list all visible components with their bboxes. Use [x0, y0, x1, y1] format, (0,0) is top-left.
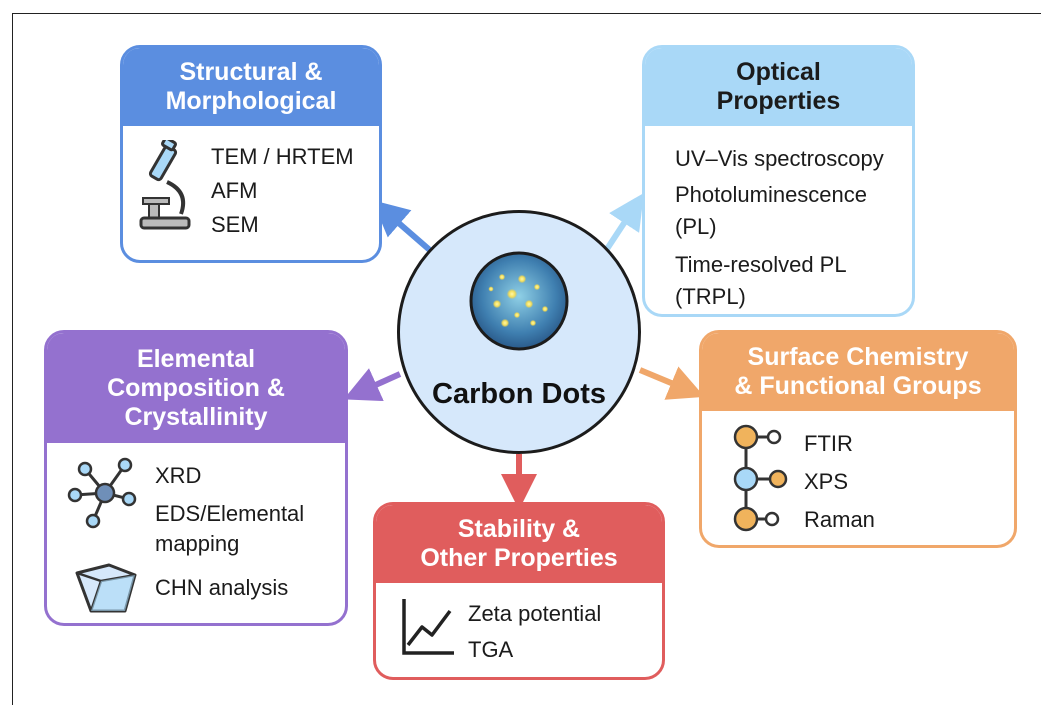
- carbon-dot-particle-icon: [469, 251, 569, 351]
- card-optical-item: Time-resolved PL: [675, 252, 847, 277]
- card-structural-body: TEM / HRTEM AFM SEM: [123, 126, 379, 260]
- center-title: Carbon Dots: [432, 378, 606, 410]
- card-surface-item: Raman: [804, 507, 875, 532]
- card-surface-title-line: & Functional Groups: [734, 372, 982, 400]
- card-optical-title-line: Optical: [736, 58, 821, 86]
- card-elemental-header: Elemental Composition & Crystallinity: [47, 333, 345, 443]
- arrow-to-optical: [602, 192, 644, 254]
- card-elemental-title-line: Crystallinity: [124, 402, 268, 431]
- card-stability-body: Zeta potential TGA: [376, 583, 662, 677]
- card-optical-item: (PL): [675, 214, 717, 239]
- card-structural-item: TEM / HRTEM: [211, 144, 354, 169]
- card-structural-title-line: Morphological: [165, 87, 337, 115]
- center-node: Carbon Dots: [397, 210, 641, 454]
- card-surface-item: FTIR: [804, 431, 853, 456]
- card-surface-item: XPS: [804, 469, 849, 494]
- card-optical-header: Optical Properties: [645, 48, 912, 126]
- card-structural-item: AFM: [211, 178, 258, 203]
- card-optical-item: UV–Vis spectroscopy: [675, 146, 884, 171]
- card-elemental: Elemental Composition & Crystallinity: [44, 330, 348, 626]
- card-optical-body: UV–Vis spectroscopy Photoluminescence (P…: [645, 126, 912, 314]
- card-optical: Optical Properties UV–Vis spectroscopy P…: [642, 45, 915, 317]
- card-elemental-item: XRD: [155, 463, 202, 488]
- card-stability: Stability & Other Properties Zeta potent…: [373, 502, 665, 680]
- card-elemental-body: XRD EDS/Elemental mapping CHN analysis: [47, 443, 345, 623]
- card-stability-title-line: Other Properties: [420, 544, 618, 572]
- card-elemental-item: mapping: [155, 531, 240, 556]
- card-structural: Structural & Morphological TEM / HRTEM A…: [120, 45, 382, 263]
- card-stability-item: TGA: [468, 637, 514, 662]
- card-elemental-item: CHN analysis: [155, 575, 289, 600]
- card-surface-body: FTIR XPS Raman: [702, 411, 1014, 545]
- card-elemental-title-line: Composition &: [107, 373, 285, 402]
- arrow-to-surface: [638, 366, 705, 400]
- card-stability-title-line: Stability &: [457, 515, 581, 543]
- line-graph-icon: [402, 599, 454, 655]
- arrow-to-structural: [372, 200, 434, 255]
- card-structural-header: Structural & Morphological: [123, 48, 379, 126]
- microscope-icon: [139, 140, 191, 230]
- molecule-network-icon: [67, 457, 137, 529]
- card-optical-title-line: Properties: [716, 87, 841, 115]
- arrow-to-elemental: [343, 368, 402, 402]
- card-elemental-item: EDS/Elemental: [155, 501, 305, 526]
- frame-border: [12, 13, 1041, 705]
- card-elemental-title-line: Elemental: [136, 344, 256, 373]
- functional-group-molecule-icon: [733, 424, 788, 532]
- card-surface-title-line: Surface Chemistry: [747, 343, 969, 371]
- card-optical-item: Photoluminescence: [675, 182, 868, 207]
- card-surface: Surface Chemistry & Functional Groups FT…: [699, 330, 1017, 548]
- card-structural-title-line: Structural &: [179, 58, 323, 86]
- card-stability-header: Stability & Other Properties: [376, 505, 662, 583]
- crystal-polyhedron-icon: [75, 563, 137, 613]
- card-optical-item: (TRPL): [675, 284, 746, 309]
- card-stability-item: Zeta potential: [468, 601, 602, 626]
- card-surface-header: Surface Chemistry & Functional Groups: [702, 333, 1014, 411]
- card-structural-item: SEM: [211, 212, 259, 237]
